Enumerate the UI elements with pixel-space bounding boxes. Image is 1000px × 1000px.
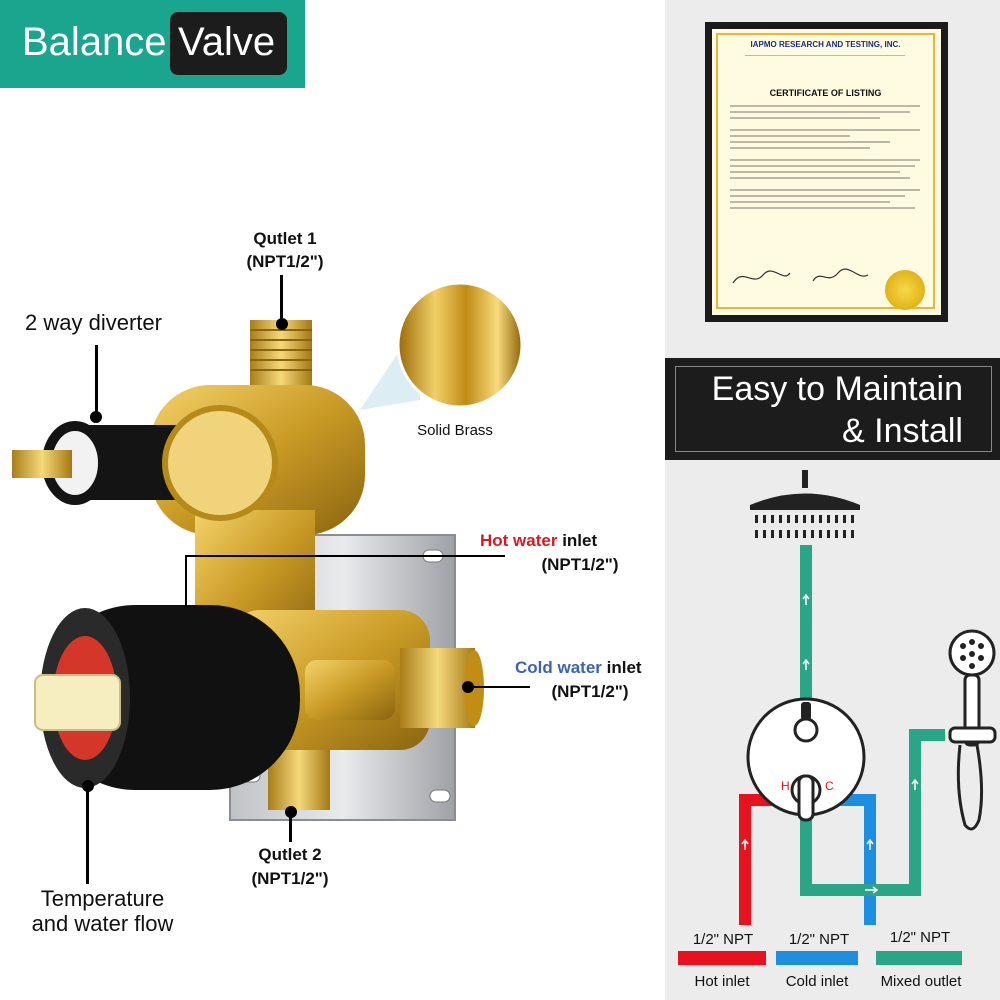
cold-inlet-rest: inlet [601, 658, 642, 677]
outlet-2-thread [268, 750, 330, 810]
valve-illustration [12, 320, 484, 821]
temperature-label-line1: Temperature [40, 886, 165, 911]
certificate-signatures [732, 268, 869, 284]
outlet-1-size: (NPT1/2") [246, 252, 324, 271]
title-highlight-box [170, 12, 287, 75]
hot-inlet-leader-h [185, 555, 505, 557]
outlet-1-leader [280, 275, 283, 323]
diverter-label: 2 way diverter [25, 310, 162, 335]
cold-inlet-label: Cold water inlet [515, 658, 675, 678]
solid-brass-zoom [360, 281, 524, 410]
title-word-valve: Valve [178, 20, 276, 64]
maintain-banner-frame [675, 366, 992, 452]
legend-cold-npt: 1/2" NPT [788, 931, 850, 948]
outlet-1-thread [250, 320, 312, 390]
hot-pipe [739, 794, 785, 925]
shower-head-icon [750, 470, 860, 538]
flow-arrows-up [802, 593, 810, 670]
certificate-org: IAPMO RESEARCH AND TESTING, INC. [750, 40, 901, 49]
maintain-banner [665, 358, 1000, 460]
cold-inlet-size: (NPT1/2") [551, 682, 629, 701]
legend-mixed-npt: 1/2" NPT [889, 929, 951, 946]
legend-cold-name: Cold inlet [785, 973, 849, 990]
maintain-line2: & Install [842, 412, 963, 450]
legend-hot-swatch [678, 951, 766, 965]
outlet-2-leader [289, 812, 292, 842]
temperature-handle-stem [34, 674, 121, 731]
outlet-1-label: Qutlet 1 [253, 229, 317, 248]
legend-hot-name: Hot inlet [694, 973, 750, 990]
solid-brass-label: Solid Brass [417, 422, 493, 439]
diverter-stem [12, 450, 72, 478]
temperature-leader [86, 786, 89, 884]
diverter-dot [90, 411, 102, 423]
mixed-pipe-shower [800, 545, 812, 735]
cold-inlet-word: Cold water [515, 658, 602, 677]
hot-inlet-word: Hot water [480, 531, 558, 550]
cold-inlet-leader [470, 686, 530, 688]
outlet-2-size: (NPT1/2") [251, 869, 329, 888]
certificate-seal [885, 270, 925, 310]
legend-hot-npt: 1/2" NPT [692, 931, 754, 948]
diverter-leader [95, 345, 98, 415]
cold-inlet-dot [462, 681, 474, 693]
diagram-cold-mark: C [825, 779, 834, 793]
hot-inlet-label: Hot water inlet [480, 531, 680, 551]
cold-pipe [830, 794, 876, 925]
hand-shower-icon [948, 629, 997, 831]
mixed-pipe-handshower [800, 729, 945, 896]
title-word-balance: Balance [22, 20, 167, 64]
certificate-border [716, 33, 935, 309]
legend-cold-swatch [776, 951, 858, 965]
plumbing-diagram: H C [739, 470, 997, 925]
hot-inlet-leader-v [185, 555, 187, 607]
certificate-title: CERTIFICATE OF LISTING [769, 88, 882, 98]
temperature-label-line2: and water flow [31, 911, 174, 936]
certificate-body-text [730, 105, 920, 213]
hot-inlet-rest: inlet [557, 531, 598, 550]
outlet-1-dot [276, 318, 288, 330]
legend-mixed-swatch [876, 951, 962, 965]
outlet-2-label: Qutlet 2 [258, 845, 322, 864]
diagram-hot-mark: H [781, 779, 790, 793]
legend-mixed-name: Mixed outlet [880, 973, 962, 990]
maintain-line1: Easy to Maintain [711, 370, 963, 408]
hot-inlet-size: (NPT1/2") [541, 555, 619, 574]
